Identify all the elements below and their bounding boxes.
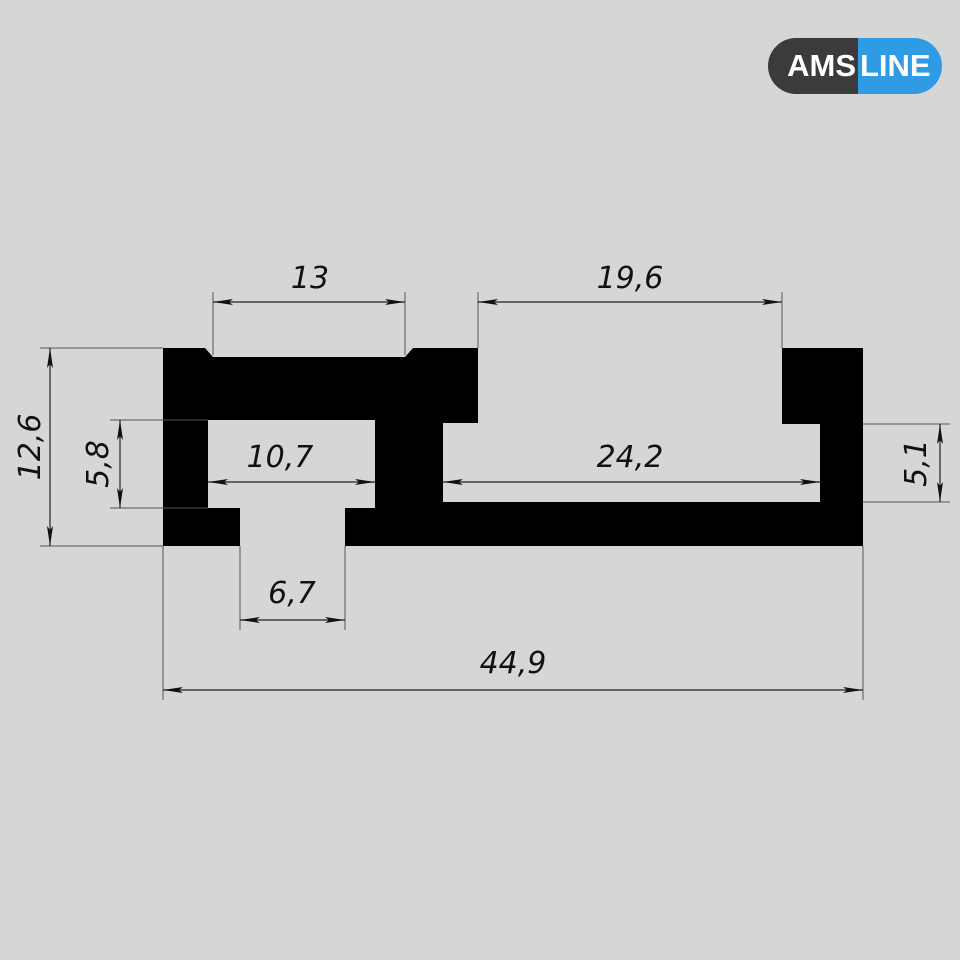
dim-label-10-7: 10,7 [247, 440, 314, 475]
amsline-logo: AMS LINE [768, 38, 942, 94]
dim-label-5-1: 5,1 [899, 439, 934, 487]
dim-label-24-2: 24,2 [597, 440, 664, 475]
dim-label-5-8: 5,8 [81, 440, 116, 488]
dim-label-19-6: 19,6 [597, 261, 664, 296]
logo-part-ams: AMS [768, 38, 858, 94]
dim-label-13: 13 [291, 261, 329, 296]
extension-lines [40, 292, 950, 700]
logo-part-line: LINE [858, 38, 942, 94]
dim-label-6-7: 6,7 [268, 576, 316, 611]
dim-label-44-9: 44,9 [480, 646, 547, 681]
dim-label-12-6: 12,6 [13, 414, 48, 481]
aluminium-profile-section [163, 348, 863, 546]
